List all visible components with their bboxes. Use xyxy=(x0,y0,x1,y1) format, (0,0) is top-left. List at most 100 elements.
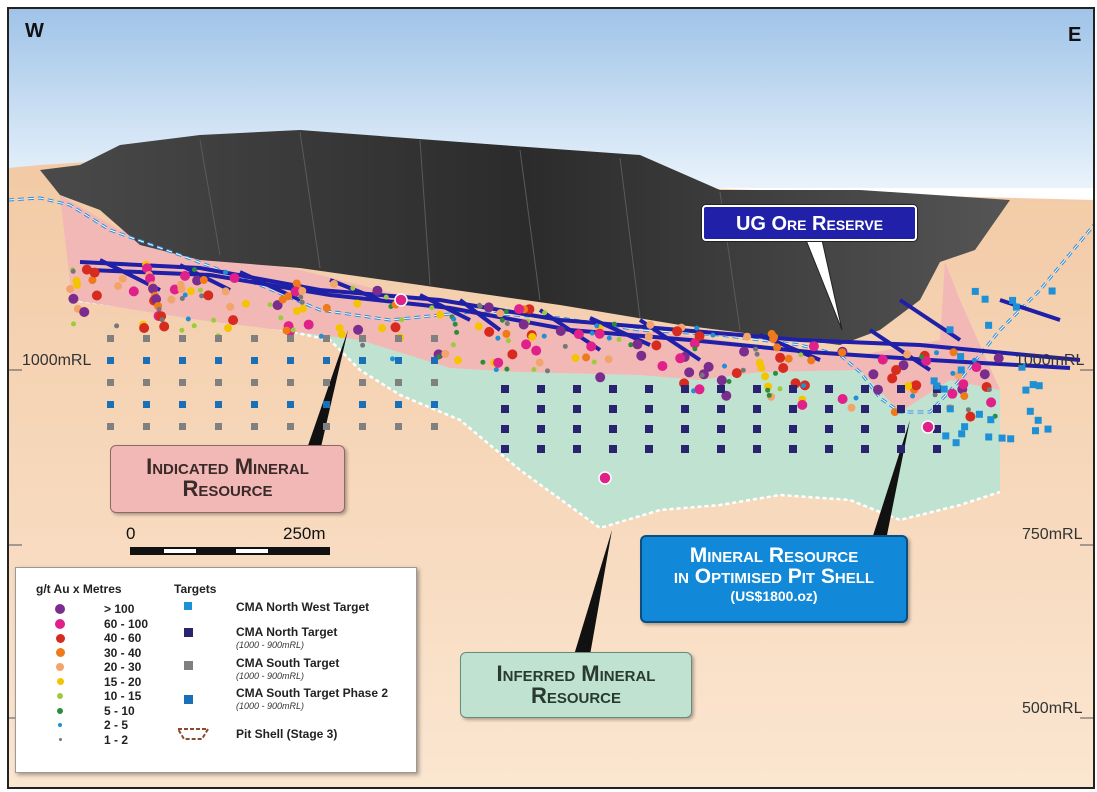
target-square xyxy=(961,423,969,431)
rl-label-750: 750mRL xyxy=(1022,526,1083,543)
target-square xyxy=(107,335,114,342)
sample-dot xyxy=(947,388,958,399)
sample-dot xyxy=(644,332,653,341)
sample-dot xyxy=(70,268,76,274)
sample-dot xyxy=(128,286,139,297)
indicated-callout: Indicated Mineral Resource xyxy=(110,445,345,513)
sample-dot xyxy=(203,290,214,301)
sample-dot xyxy=(436,310,445,319)
sample-dot xyxy=(145,273,156,284)
sample-dot xyxy=(562,343,568,349)
inferred-line2: Resource xyxy=(530,683,622,708)
target-square xyxy=(609,445,617,453)
target-square xyxy=(897,445,905,453)
grade-label-6: 10 - 15 xyxy=(104,689,142,703)
sample-dot xyxy=(657,361,668,371)
target-square xyxy=(431,401,438,408)
sample-dot xyxy=(689,338,700,349)
target-square xyxy=(251,335,258,342)
sample-dot xyxy=(353,324,364,335)
sample-dot xyxy=(628,342,634,348)
target-square xyxy=(933,405,941,413)
sample-dot xyxy=(903,350,912,359)
sample-dot xyxy=(353,299,362,308)
target-square xyxy=(958,430,966,438)
sample-dot xyxy=(958,379,969,390)
sample-dot xyxy=(979,369,990,380)
grade-swatch-1 xyxy=(55,618,65,629)
open-pit xyxy=(40,130,1010,345)
target-square xyxy=(431,335,438,342)
sample-dot xyxy=(211,317,217,323)
target-square xyxy=(537,405,545,413)
sample-dot xyxy=(79,307,90,317)
sample-dot xyxy=(91,290,102,301)
sample-dot xyxy=(541,333,547,339)
target-square xyxy=(957,366,965,374)
sample-dot xyxy=(675,353,686,364)
target-square xyxy=(933,382,941,390)
target-label-north: CMA North Target xyxy=(236,625,338,639)
sample-dot xyxy=(761,372,770,381)
target-square xyxy=(946,326,954,334)
sample-dot xyxy=(507,349,518,360)
sample-dot xyxy=(555,326,566,336)
sample-dot xyxy=(521,339,532,350)
target-square xyxy=(753,445,761,453)
target-square xyxy=(287,335,294,342)
target-square xyxy=(825,445,833,453)
grade-swatch-5 xyxy=(56,678,64,685)
sample-dot xyxy=(378,324,387,333)
target-swatch-north xyxy=(184,628,193,637)
target-square xyxy=(143,379,150,386)
sample-dot xyxy=(616,337,622,342)
sample-dot xyxy=(891,365,902,375)
target-square xyxy=(609,425,617,433)
target-sub-north: (1000 - 900mRL) xyxy=(236,640,305,650)
sample-dot xyxy=(480,359,486,365)
target-square xyxy=(107,401,114,408)
target-square xyxy=(1022,386,1030,394)
target-square xyxy=(323,379,330,386)
target-square xyxy=(287,401,294,408)
target-square xyxy=(107,423,114,430)
target-label-south-phase2: CMA South Target Phase 2 xyxy=(236,686,389,700)
grade-swatch-6 xyxy=(57,693,63,699)
sample-dot xyxy=(778,363,789,373)
sample-dot xyxy=(318,333,324,339)
sample-dot xyxy=(73,281,82,289)
sample-dot xyxy=(394,293,408,307)
sample-dot xyxy=(699,372,705,378)
target-square xyxy=(998,434,1006,442)
sample-dot xyxy=(476,302,482,308)
sample-dot xyxy=(692,346,698,352)
sample-dot xyxy=(299,304,308,313)
target-square xyxy=(537,385,545,393)
sample-dot xyxy=(441,349,450,358)
sample-dot xyxy=(399,317,405,323)
sample-dot xyxy=(595,372,606,383)
sample-dot xyxy=(868,369,879,380)
sample-dot xyxy=(495,335,501,341)
sample-dot xyxy=(801,383,806,389)
sample-dot xyxy=(632,339,643,350)
indicated-resource-zone xyxy=(60,195,1000,412)
target-square xyxy=(789,445,797,453)
sample-dot xyxy=(199,293,205,299)
grade-swatch-3 xyxy=(55,648,65,657)
target-square xyxy=(287,379,294,386)
target-square xyxy=(1007,435,1015,443)
sample-dot xyxy=(272,300,283,311)
target-square xyxy=(359,423,366,430)
target-square xyxy=(985,321,993,329)
grade-swatch-9 xyxy=(58,738,62,741)
sample-dot xyxy=(739,346,750,357)
sample-dot xyxy=(898,360,909,371)
target-square xyxy=(179,379,186,386)
pit-shell-label: Pit Shell (Stage 3) xyxy=(236,727,338,741)
sample-dot xyxy=(503,309,509,315)
sample-dot xyxy=(571,354,580,362)
sample-dot xyxy=(757,363,766,372)
sample-dot xyxy=(191,323,197,329)
